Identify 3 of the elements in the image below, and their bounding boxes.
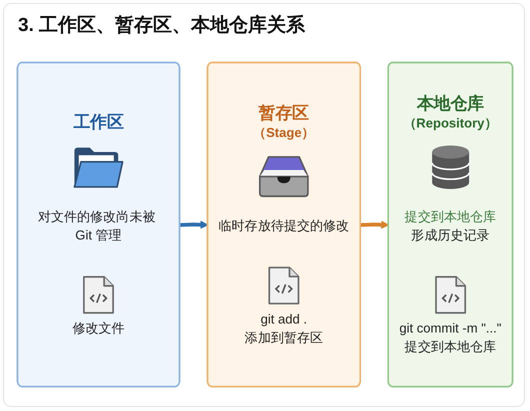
title: 3. 工作区、暂存区、本地仓库关系 <box>18 14 306 38</box>
arrow <box>360 221 390 230</box>
arrow <box>180 221 208 230</box>
